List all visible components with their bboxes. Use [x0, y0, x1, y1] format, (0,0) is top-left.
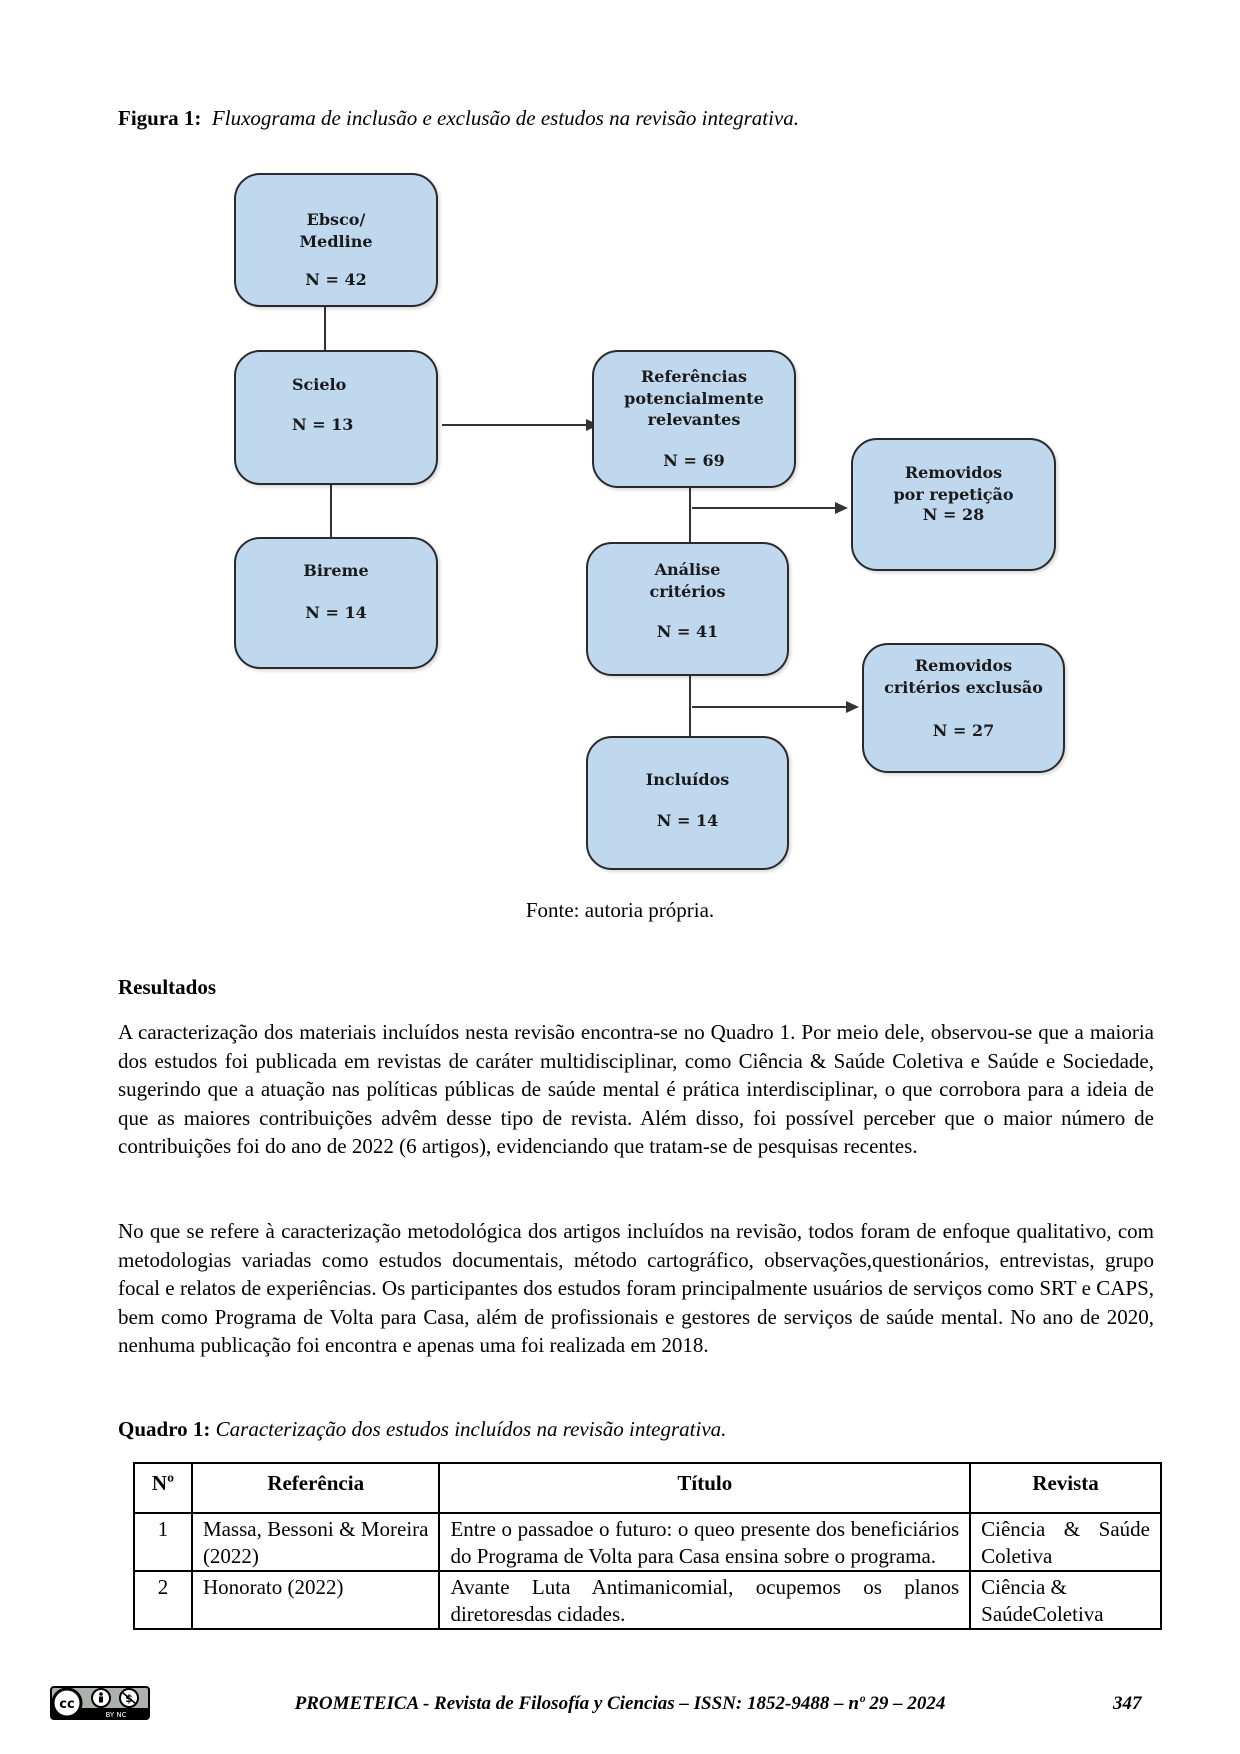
box-analise-criterios: Análise critérios N = 41 — [586, 542, 789, 676]
connector-line — [442, 424, 588, 426]
page-number: 347 — [1113, 1693, 1142, 1714]
column-header: Referência — [190, 1462, 441, 1514]
connector-line — [324, 305, 326, 351]
table-title: Quadro 1: Caracterização dos estudos inc… — [118, 1417, 727, 1441]
cell-reference: Honorato (2022) — [190, 1570, 441, 1630]
box-bireme: Bireme N = 14 — [234, 537, 438, 669]
svg-text:cc: cc — [59, 1697, 74, 1712]
studies-table: Nº Referência Título Revista 1 Massa, Be… — [133, 1462, 1162, 1630]
cell-number: 1 — [133, 1512, 193, 1572]
cell-number: 2 — [133, 1570, 193, 1630]
box-removidos-repeticao: Removidos por repetição N = 28 — [851, 438, 1056, 571]
figure-source: Fonte: autoria própria. — [525, 898, 715, 922]
column-header: Nº — [133, 1462, 193, 1514]
box-incluidos: Incluídos N = 14 — [586, 736, 789, 870]
paragraph: A caracterização dos materiais incluídos… — [118, 1020, 1154, 1158]
box-scielo: Scielo N = 13 — [234, 350, 438, 485]
table-header-row: Nº Referência Título Revista — [133, 1462, 1162, 1514]
cell-journal: Ciência & SaúdeColetiva — [969, 1570, 1162, 1630]
arrow-right-icon — [846, 701, 859, 713]
cell-title: Avante Luta Antimanicomial, ocupemos os … — [438, 1570, 972, 1630]
figure-title: Figura 1: Fluxograma de inclusão e exclu… — [118, 106, 800, 130]
connector-line — [689, 676, 691, 736]
table-row: 2 Honorato (2022) Avante Luta Antimanico… — [133, 1570, 1162, 1630]
connector-line — [692, 706, 848, 708]
cell-title: Entre o passadoe o futuro: o queo presen… — [438, 1512, 972, 1572]
box-referencias: Referências potencialmente relevantes N … — [592, 350, 796, 488]
column-header: Título — [438, 1462, 972, 1514]
connector-line — [330, 485, 332, 540]
connector-line — [692, 507, 837, 509]
box-ebsco-medline: Ebsco/ Medline N = 42 — [234, 173, 438, 307]
paragraph: No que se refere à caracterização metodo… — [118, 1219, 1154, 1357]
connector-line — [689, 488, 691, 544]
cell-journal: Ciência & Saúde Coletiva — [969, 1512, 1162, 1572]
arrow-right-icon — [835, 502, 848, 514]
section-heading: Resultados — [118, 975, 217, 999]
journal-footer: PROMETEICA - Revista de Filosofía y Cien… — [294, 1693, 946, 1714]
column-header: Revista — [969, 1462, 1162, 1514]
svg-text:BY NC: BY NC — [105, 1711, 126, 1719]
cell-reference: Massa, Bessoni & Moreira (2022) — [190, 1512, 441, 1572]
box-removidos-criterios: Removidos critérios exclusão N = 27 — [862, 643, 1065, 773]
cc-by-nc-icon: cc $ BY NC — [50, 1686, 150, 1720]
table-row: 1 Massa, Bessoni & Moreira (2022) Entre … — [133, 1512, 1162, 1572]
